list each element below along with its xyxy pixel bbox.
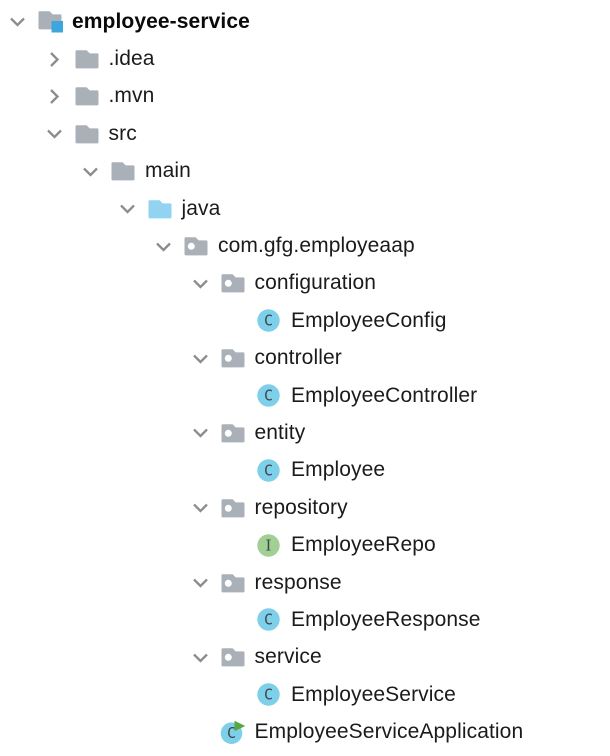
package-folder-icon: [220, 570, 247, 596]
tree-item-controller[interactable]: controller: [0, 340, 610, 377]
chevron-down-icon[interactable]: [190, 421, 220, 445]
tree-item-src[interactable]: src: [0, 115, 610, 152]
folder-icon: [74, 121, 101, 147]
chevron-right-icon[interactable]: [44, 84, 74, 108]
chevron-spacer: [226, 533, 256, 557]
tree-item-employeeserviceapplication[interactable]: C EmployeeServiceApplication: [0, 713, 610, 750]
tree-item-employeeresponse[interactable]: C EmployeeResponse: [0, 601, 610, 638]
package-folder-icon: [220, 644, 247, 670]
package-folder-icon: [220, 495, 247, 521]
svg-text:C: C: [264, 387, 273, 405]
chevron-down-icon[interactable]: [190, 496, 220, 520]
tree-item-employeerepo[interactable]: I EmployeeRepo: [0, 526, 610, 563]
tree-item-label: EmployeeService: [291, 682, 456, 706]
chevron-spacer: [226, 683, 256, 707]
chevron-down-icon[interactable]: [190, 271, 220, 295]
chevron-down-icon[interactable]: [44, 122, 74, 146]
svg-text:C: C: [264, 461, 273, 479]
tree-item-java[interactable]: java: [0, 190, 610, 227]
class-icon: C: [256, 383, 283, 409]
tree-item-employeecontroller[interactable]: C EmployeeController: [0, 377, 610, 414]
tree-item-label: EmployeeServiceApplication: [254, 720, 524, 744]
tree-item-label: src: [108, 121, 137, 145]
folder-icon: [74, 46, 101, 72]
package-folder-icon: [183, 233, 210, 259]
tree-item-label: main: [145, 159, 191, 183]
tree-item-com-gfg-employeaap[interactable]: com.gfg.employeaap: [0, 227, 610, 264]
class-icon: C: [256, 682, 283, 708]
tree-item-label: configuration: [254, 271, 377, 295]
folder-icon: [110, 158, 137, 184]
tree-item-main[interactable]: main: [0, 153, 610, 190]
chevron-down-icon[interactable]: [153, 234, 183, 258]
interface-icon: I: [256, 532, 283, 558]
package-folder-icon: [220, 345, 247, 371]
package-folder-icon: [220, 270, 247, 296]
main-class-icon: C: [220, 719, 247, 745]
class-icon: C: [256, 308, 283, 334]
chevron-down-icon[interactable]: [80, 159, 110, 183]
tree-item-employee-service[interactable]: employee-service: [0, 3, 610, 40]
tree-item-employeeconfig[interactable]: C EmployeeConfig: [0, 302, 610, 339]
tree-item-label: java: [181, 196, 221, 220]
tree-item-response[interactable]: response: [0, 564, 610, 601]
chevron-spacer: [190, 720, 220, 744]
chevron-spacer: [226, 608, 256, 632]
chevron-down-icon[interactable]: [190, 645, 220, 669]
tree-item-label: service: [254, 645, 322, 669]
tree-item-employee[interactable]: C Employee: [0, 452, 610, 489]
project-folder-icon: [37, 9, 64, 35]
svg-text:C: C: [226, 724, 235, 742]
chevron-spacer: [226, 384, 256, 408]
chevron-down-icon[interactable]: [117, 197, 147, 221]
tree-item-label: .mvn: [108, 84, 155, 108]
chevron-spacer: [226, 458, 256, 482]
svg-text:C: C: [264, 686, 273, 704]
tree-item-mvn[interactable]: .mvn: [0, 78, 610, 115]
tree-item-label: repository: [254, 495, 348, 519]
tree-item-label: EmployeeRepo: [291, 533, 436, 557]
tree-item-service[interactable]: service: [0, 639, 610, 676]
tree-item-label: com.gfg.employeaap: [218, 234, 415, 258]
chevron-down-icon[interactable]: [7, 10, 37, 34]
package-folder-icon: [220, 420, 247, 446]
chevron-down-icon[interactable]: [190, 571, 220, 595]
tree-item-label: employee-service: [72, 9, 250, 33]
svg-text:I: I: [266, 536, 272, 554]
tree-item-label: controller: [254, 346, 342, 370]
class-icon: C: [256, 457, 283, 483]
chevron-right-icon[interactable]: [44, 47, 74, 71]
tree-item-label: .idea: [108, 47, 155, 71]
class-icon: C: [256, 607, 283, 633]
tree-item-employeeservice[interactable]: C EmployeeService: [0, 676, 610, 713]
tree-item-repository[interactable]: repository: [0, 489, 610, 526]
folder-icon: [74, 83, 101, 109]
tree-item-label: entity: [254, 420, 306, 444]
tree-item-configuration[interactable]: configuration: [0, 265, 610, 302]
chevron-spacer: [226, 309, 256, 333]
svg-text:C: C: [264, 312, 273, 330]
tree-item-label: EmployeeController: [291, 383, 478, 407]
svg-text:C: C: [264, 611, 273, 629]
tree-item-label: EmployeeConfig: [291, 308, 447, 332]
tree-item-idea[interactable]: .idea: [0, 40, 610, 77]
tree-item-label: EmployeeResponse: [291, 607, 481, 631]
tree-item-label: response: [254, 570, 342, 594]
chevron-down-icon[interactable]: [190, 346, 220, 370]
source-folder-icon: [147, 196, 174, 222]
tree-item-entity[interactable]: entity: [0, 414, 610, 451]
tree-item-label: Employee: [291, 458, 386, 482]
